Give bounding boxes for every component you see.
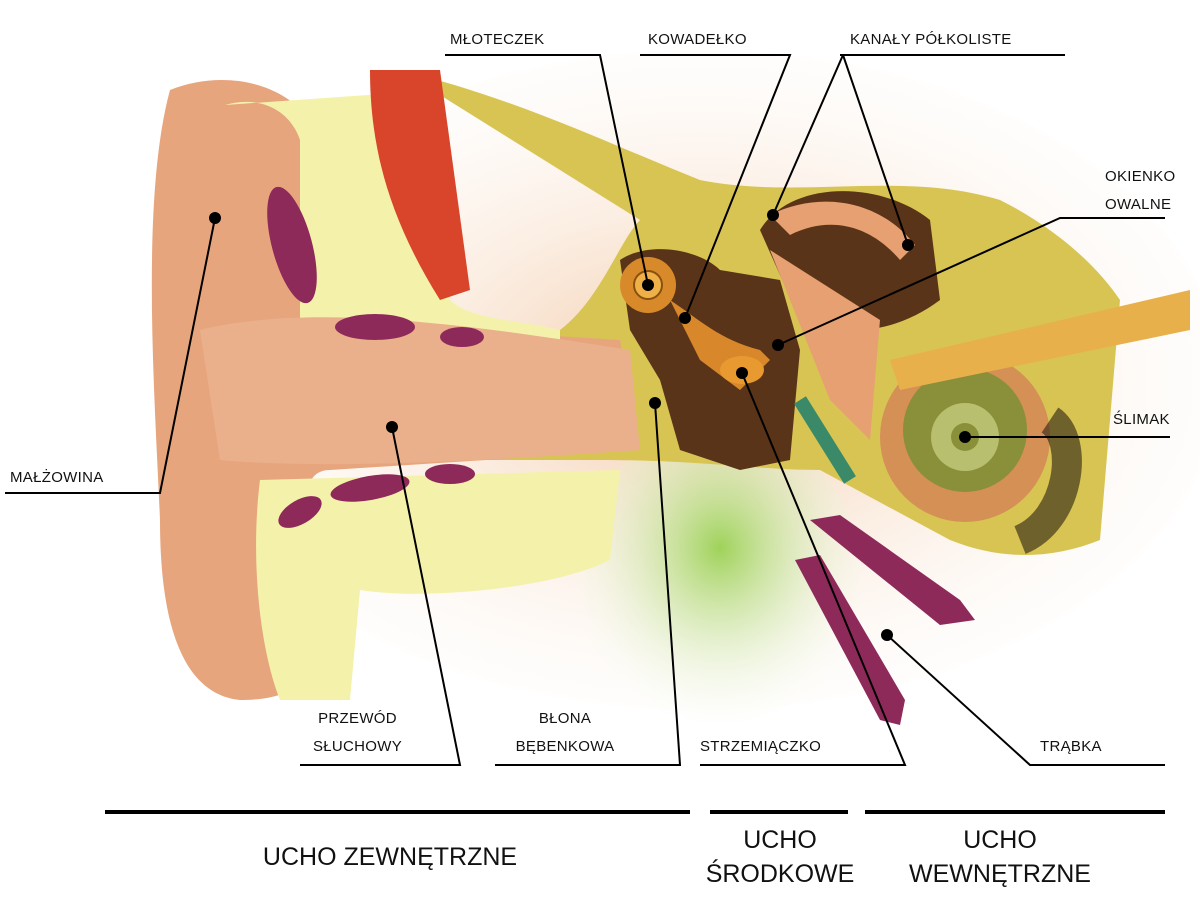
semicircular-canals (770, 201, 915, 440)
label-mloteczek: MŁOTECZEK (450, 31, 545, 48)
nerve-green (794, 396, 856, 484)
vessels (267, 186, 975, 725)
label-okienko-1: OKIENKO (1105, 168, 1176, 185)
label-przewod-2: SŁUCHOWY (312, 738, 403, 755)
label-strzemiaczko: STRZEMIĄCZKO (700, 738, 822, 755)
leader-lines (5, 54, 1170, 766)
lower-cartilage (256, 470, 620, 700)
marker-dots (209, 209, 971, 641)
label-slimak: ŚLIMAK (1113, 411, 1170, 428)
muscle (370, 70, 470, 300)
label-przewod-1: PRZEWÓD (318, 710, 397, 727)
label-okienko-2: OWALNE (1105, 196, 1172, 213)
section-middle-ear-1: UCHO (743, 826, 817, 854)
label-trabka: TRĄBKA (1040, 738, 1102, 755)
label-kanaly-polkoliste: KANAŁY PÓŁKOLISTE (850, 31, 1012, 48)
section-outer-ear: UCHO ZEWNĘTRZNE (262, 843, 518, 871)
section-inner-ear-1: UCHO (963, 826, 1037, 854)
label-kowadelko: KOWADEŁKO (648, 31, 747, 48)
auditory-nerve (890, 290, 1190, 390)
section-middle-ear-2: ŚRODKOWE (705, 860, 855, 888)
ear-canal (200, 317, 640, 465)
section-inner-ear-2: WEWNĘTRZNE (909, 860, 1091, 888)
label-blona-1: BŁONA (538, 710, 592, 727)
tissue-green (580, 420, 860, 740)
label-blona-2: BĘBENKOWA (515, 738, 615, 755)
label-malzowina: MAŁŻOWINA (10, 469, 104, 486)
